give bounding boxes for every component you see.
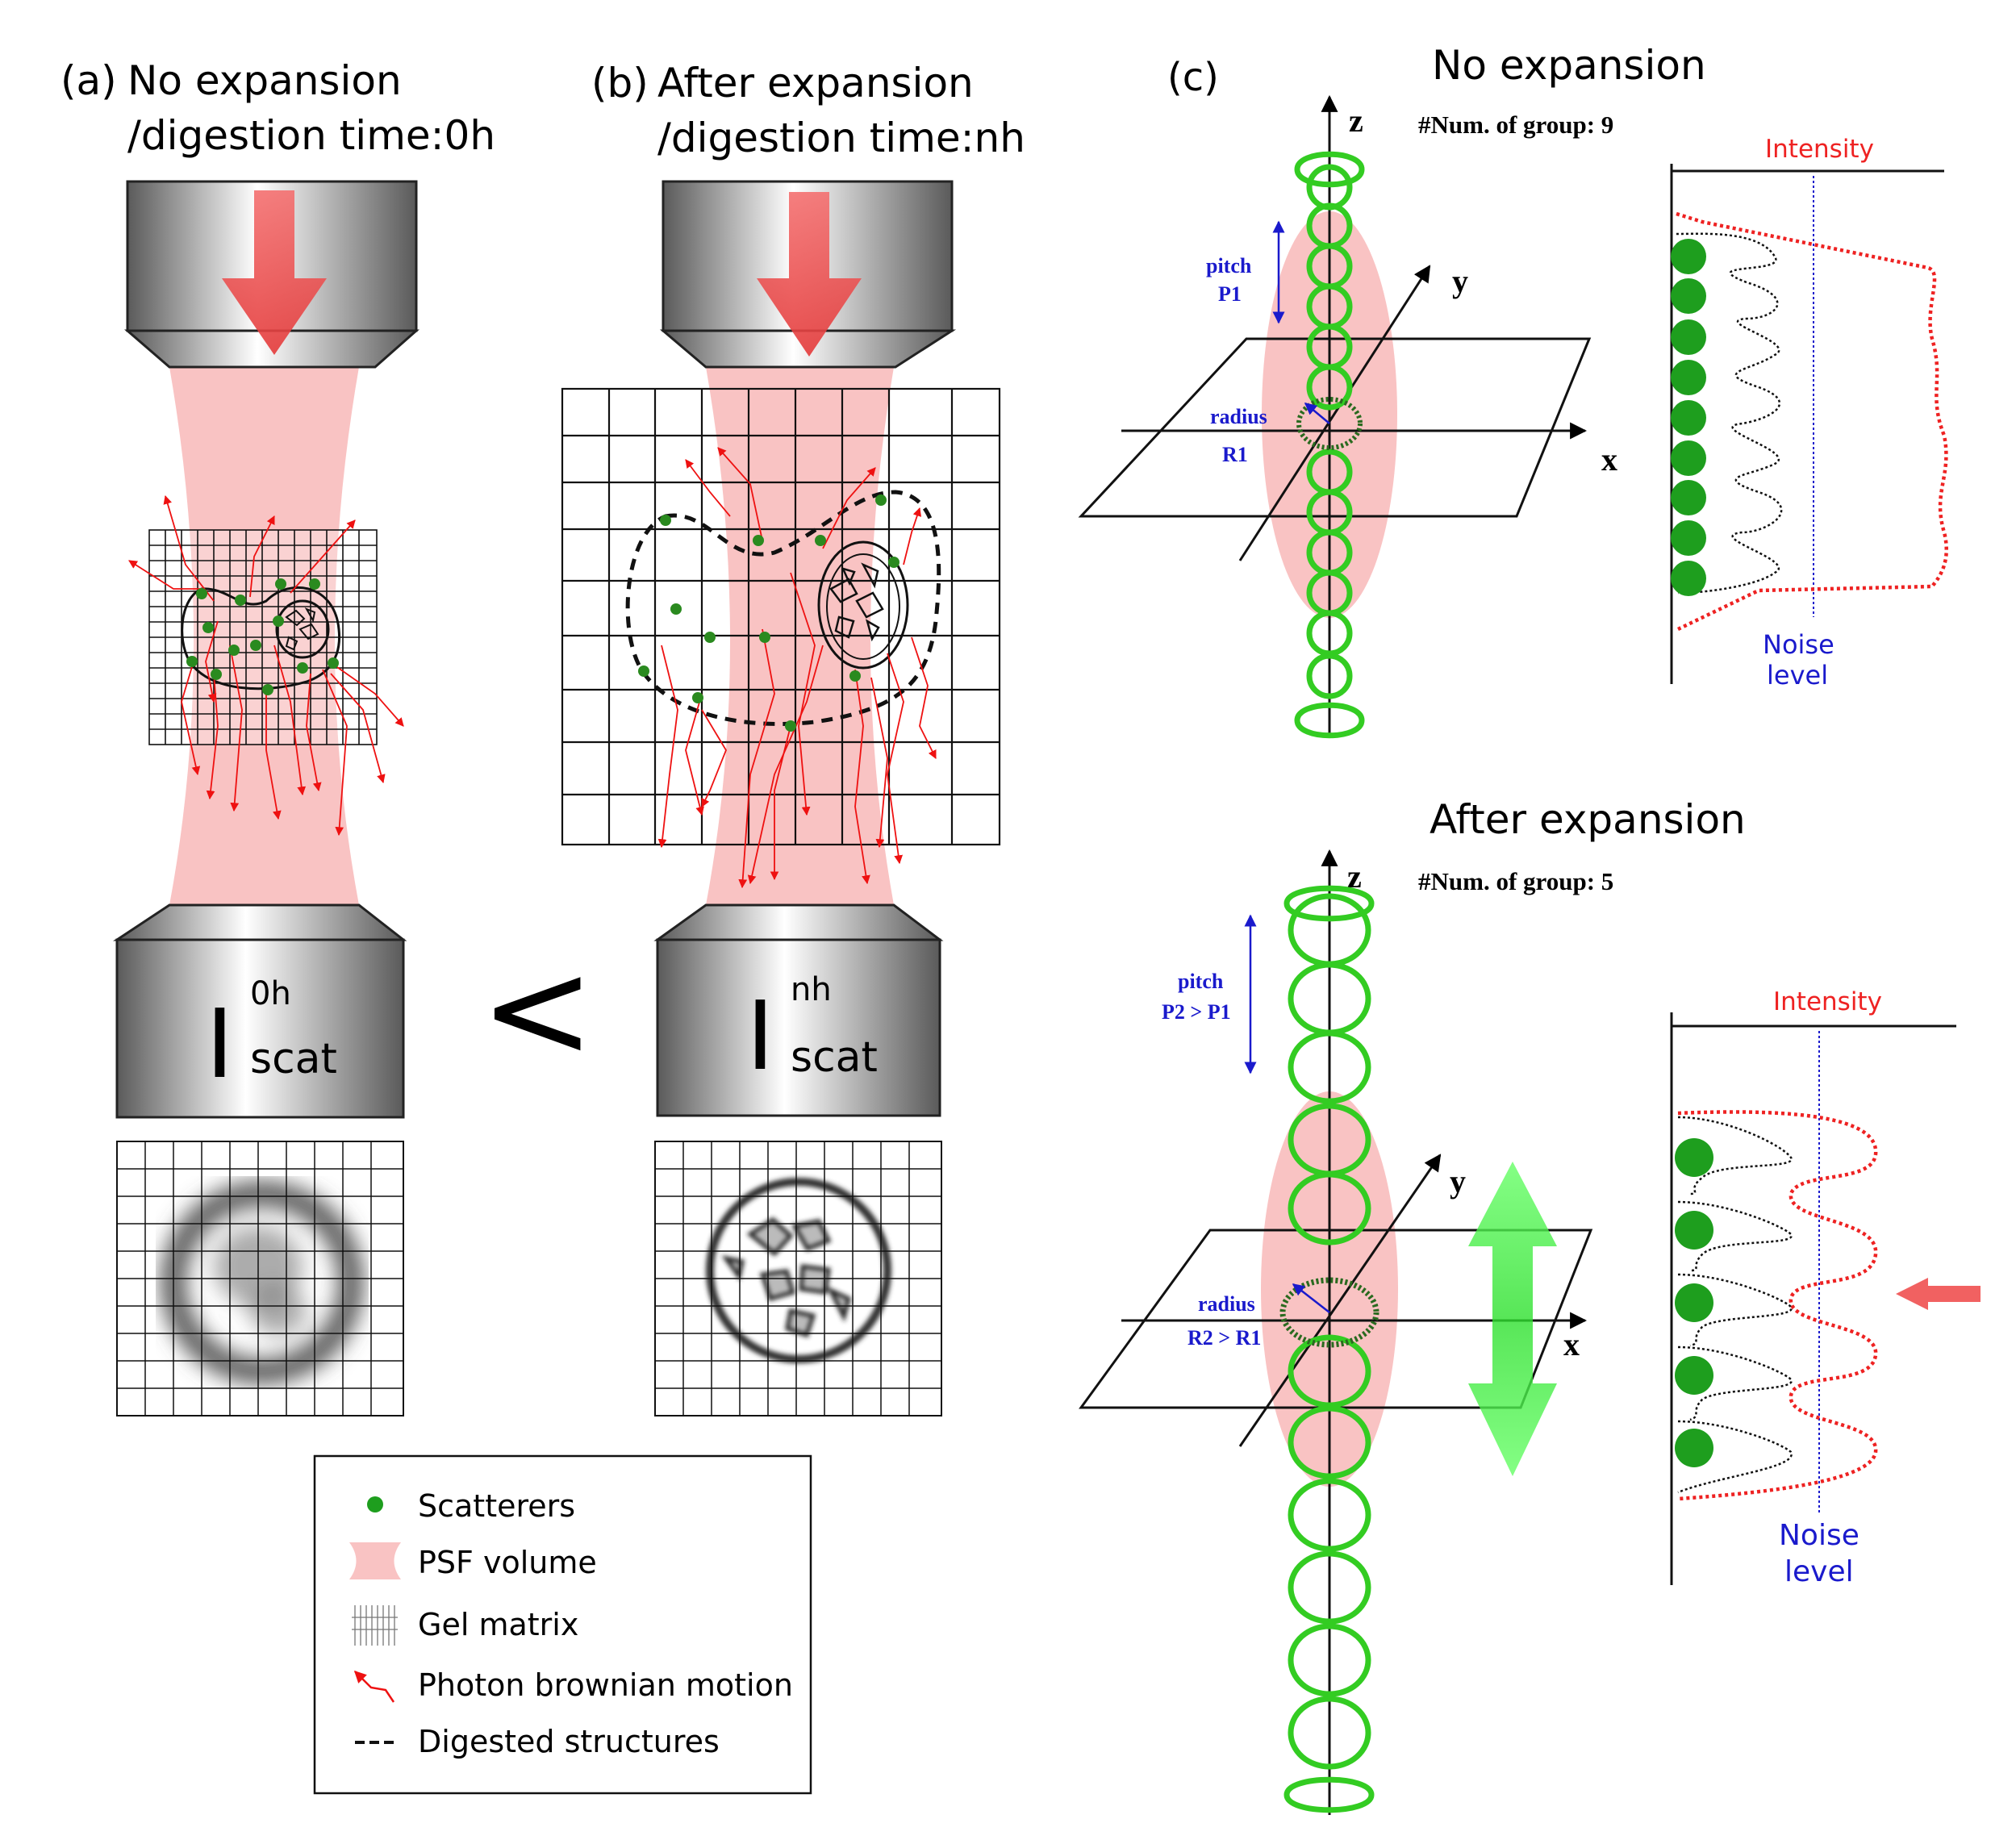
scatterers-b: [638, 494, 899, 732]
objective-top: [123, 180, 419, 369]
objective-bottom-b: I nh scat: [653, 903, 944, 1117]
panel-b-title-line1: After expansion: [657, 60, 974, 106]
legend-item-gel: Gel matrix: [418, 1607, 578, 1642]
z-label-bottom: z: [1347, 858, 1362, 895]
chromatin-b: [829, 562, 884, 642]
noise-threshold-arrow: [1896, 1278, 1981, 1310]
radius-arrow-top: [1304, 403, 1330, 424]
intensity-profile-top: Intensity Noise level: [1670, 135, 1948, 691]
intensity-a-base: I: [206, 988, 234, 1099]
pitch-label-bottom: pitch: [1178, 970, 1224, 993]
intensity-b-base: I: [746, 980, 774, 1091]
panel-b-title-line2: /digestion time:nh: [657, 115, 1025, 161]
radius-arrow-bottom: [1292, 1283, 1330, 1313]
intensity-label-top: Intensity: [1765, 135, 1874, 164]
photon-paths-b: [657, 447, 937, 889]
pitch-value-bottom: P2 > P1: [1162, 1000, 1231, 1024]
noise-label-bottom-1: Noise: [1779, 1519, 1859, 1552]
legend: Scatterers PSF volume Gel matrix Photon …: [313, 1454, 812, 1795]
radius-label-top: radius: [1210, 405, 1267, 428]
panel-c: (c) No expansion #Num. of group: 9 z y x: [1078, 42, 1981, 1815]
legend-item-scatterers: Scatterers: [418, 1488, 575, 1524]
psf-volume: [169, 367, 359, 905]
nucleus-outline-b: [817, 540, 909, 670]
radius-value-bottom: R2 > R1: [1187, 1326, 1261, 1350]
green-dot-icon: [367, 1496, 383, 1512]
digested-cell-outline: [625, 490, 941, 726]
legend-item-psf: PSF volume: [418, 1545, 597, 1580]
noise-label-bottom-2: level: [1784, 1555, 1854, 1588]
peak-curve-bottom: [1677, 1116, 1793, 1494]
comparison-symbol: <: [480, 930, 595, 1090]
noise-label-top-2: level: [1767, 660, 1828, 691]
radius-ring-bottom: [1279, 1277, 1379, 1348]
y-axis-top: [1238, 265, 1431, 561]
panel-c-label: (c): [1167, 55, 1219, 100]
peak-scatterers-top: [1671, 239, 1706, 596]
noise-label-top-1: Noise: [1763, 629, 1834, 660]
expansion-arrow: [1468, 1162, 1557, 1476]
illumination-arrow-b: [757, 192, 862, 357]
psf-volume-icon: [349, 1542, 401, 1579]
intensity-label-bottom: Intensity: [1773, 987, 1882, 1016]
y-label-bottom: y: [1450, 1163, 1466, 1200]
radius-ring-top: [1296, 397, 1363, 450]
y-axis-bottom: [1238, 1154, 1442, 1447]
panel-a-title-line1: No expansion: [127, 57, 402, 104]
scatter-image-a: [116, 1141, 404, 1417]
z-label-top: z: [1349, 102, 1363, 139]
panel-c-top-group-count: #Num. of group: 9: [1418, 111, 1613, 139]
panel-c-bottom: After expansion #Num. of group: 5 z y x: [1079, 796, 1981, 1815]
peak-scatterers-bottom: [1675, 1138, 1713, 1467]
y-label-top: y: [1452, 263, 1468, 299]
intensity-b-sup: nh: [791, 971, 832, 1008]
peak-curve-top: [1676, 232, 1783, 595]
objective-top-b: [659, 180, 957, 369]
panel-b-label: (b): [591, 60, 649, 106]
intensity-a-sub: scat: [250, 1035, 337, 1083]
chromatin: [285, 607, 319, 651]
photon-path-icon: [353, 1670, 395, 1703]
gel-matrix-icon: [352, 1605, 398, 1646]
panel-a-title-line2: /digestion time:0h: [127, 112, 495, 159]
panel-a: (a) No expansion /digestion time:0h: [61, 57, 495, 1417]
panel-c-bottom-group-count: #Num. of group: 5: [1418, 867, 1613, 895]
panel-a-label: (a): [61, 57, 117, 104]
radius-value-top: R1: [1222, 443, 1248, 466]
scatter-image-b: [654, 1141, 942, 1417]
intensity-a-sup: 0h: [250, 975, 291, 1012]
intensity-curve-top: [1676, 211, 1948, 632]
helix-bottom: [1283, 885, 1375, 1813]
panel-c-top-title: No expansion: [1432, 42, 1706, 89]
panel-b: (b) After expansion /digestion time:nh: [561, 60, 1025, 1417]
x-label-bottom: x: [1563, 1326, 1580, 1362]
helix-top: [1294, 151, 1365, 739]
scatterers: [186, 578, 339, 695]
legend-item-photon: Photon brownian motion: [418, 1667, 793, 1703]
xy-plane-top: [1078, 337, 1592, 518]
intensity-profile-bottom: Intensity Noise level: [1670, 987, 1981, 1588]
objective-bottom-a: I 0h scat: [113, 903, 407, 1119]
x-label-top: x: [1601, 441, 1617, 478]
photon-paths: [128, 494, 404, 837]
intensity-b-sub: scat: [791, 1033, 878, 1082]
illumination-arrow: [222, 190, 327, 355]
cell-outline: [181, 586, 340, 691]
panel-c-top: No expansion #Num. of group: 9 z y x: [1078, 42, 1948, 739]
intensity-curve-bottom: [1677, 1110, 1878, 1501]
panel-c-bottom-title: After expansion: [1430, 796, 1746, 843]
legend-item-digested: Digested structures: [418, 1724, 720, 1759]
nucleus-outline: [275, 599, 330, 659]
gel-matrix-grid-b: [561, 387, 1001, 846]
radius-label-bottom: radius: [1198, 1292, 1255, 1316]
pitch-value-top: P1: [1218, 282, 1242, 306]
legend-box: [313, 1454, 812, 1795]
pitch-label-top: pitch: [1206, 254, 1252, 277]
